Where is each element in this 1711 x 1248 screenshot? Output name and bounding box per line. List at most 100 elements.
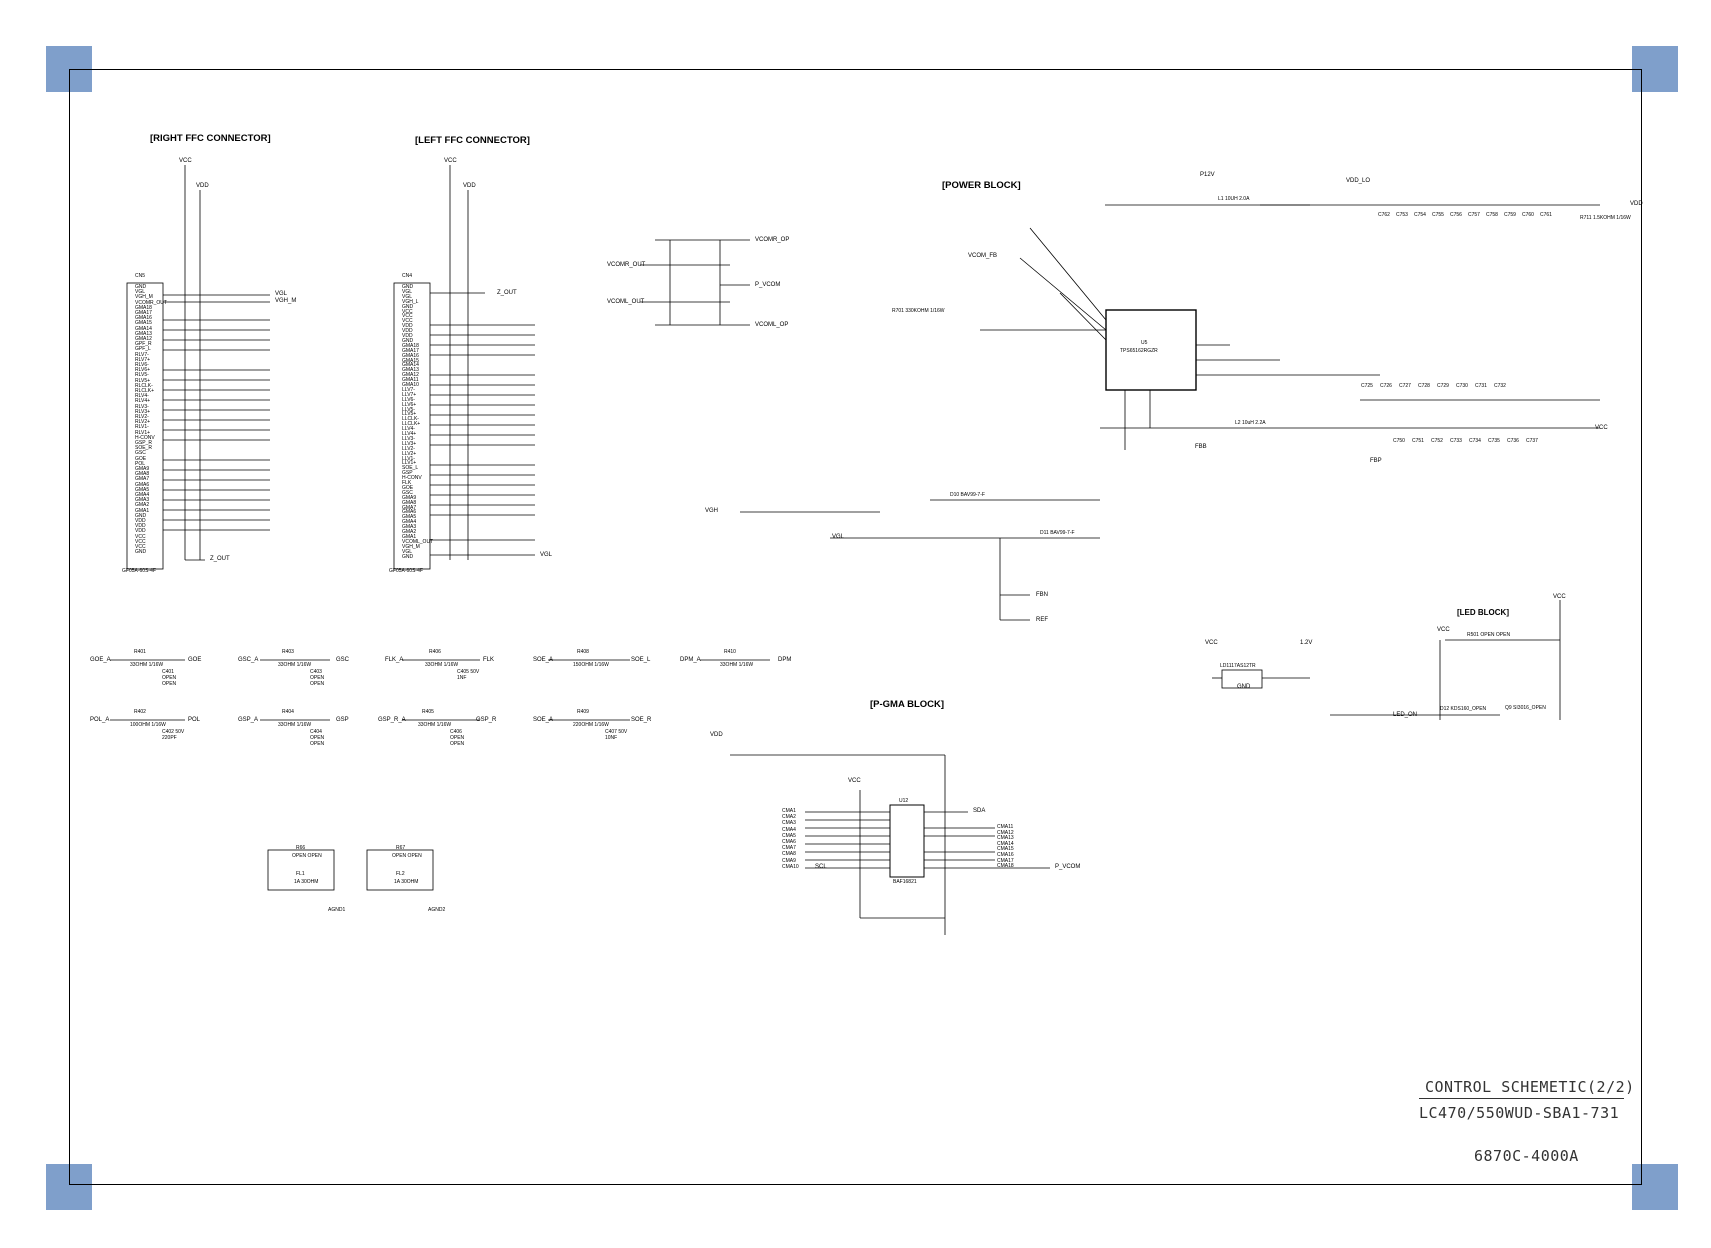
- connector-pin-label: GMA17: [402, 347, 419, 354]
- connector-pin-label: GMA9: [135, 466, 150, 472]
- connector-pin-label: RLV3+: [135, 408, 151, 415]
- connector-pin-label: VCC: [402, 318, 413, 325]
- connector-pin-label: GMA18: [402, 342, 419, 349]
- pgma-ic-body: [889, 804, 925, 878]
- connector-pin-label: VGH_L: [402, 298, 419, 305]
- connector-pin-label: LLV6-: [402, 396, 415, 403]
- connector-pin-label: RLV4-: [135, 393, 149, 400]
- transistor-q9: Q9 SI3016_OPEN: [1505, 705, 1546, 711]
- signal-out-label: GSC: [336, 657, 350, 663]
- ground-link-ref: R67: [396, 845, 406, 851]
- led-block-title: [LED BLOCK]: [1457, 608, 1509, 617]
- ground-link-value: OPEN OPEN: [292, 853, 322, 859]
- signal-in-label: SOE_A: [533, 657, 554, 663]
- ferrite-ref: FL1: [296, 871, 305, 877]
- connector-pin-label: GMA4: [135, 492, 150, 498]
- net-vcc-pgma: VCC: [848, 778, 861, 784]
- connector-pin-label: GMA2: [402, 529, 417, 535]
- connector-pin-label: GND: [402, 337, 414, 344]
- right-connector-body: [126, 282, 164, 570]
- diode-d11: D11 BAV99-7-F: [1040, 530, 1075, 536]
- connector-pin-label: VDD: [402, 333, 413, 339]
- signal-out-label: POL: [188, 717, 201, 723]
- power-ic-ref: U5: [1141, 340, 1148, 346]
- resistor-value: 100OHM 1/16W: [130, 722, 166, 728]
- diode-d12: D12 KDS160_OPEN: [1440, 706, 1487, 712]
- resistor-ref: R409: [577, 709, 589, 715]
- pgma-output-label: CMA13: [997, 835, 1014, 842]
- pgma-output-label: CMA15: [997, 846, 1014, 853]
- connector-pin-label: GMA2: [135, 502, 150, 509]
- connector-pin-label: GMA1: [402, 533, 417, 540]
- power-ic-part: TPS65162RGZR: [1120, 348, 1158, 354]
- net-z-out-right: Z_OUT: [210, 556, 230, 562]
- diode-d10: D10 BAV99-7-F: [950, 492, 985, 498]
- ground-link-1-box: [267, 849, 335, 891]
- connector-pin-label: GMA3: [135, 497, 150, 504]
- pgma-input-label: CMA5: [782, 832, 796, 839]
- pgma-output-label: CMA17: [997, 857, 1014, 864]
- title-block-part-number: 6870C-4000A: [1474, 1147, 1579, 1165]
- capacitor-label: C755: [1432, 212, 1444, 218]
- pgma-ic-ref: U12: [899, 798, 909, 804]
- capacitor-label: C757: [1468, 212, 1480, 218]
- resistor-value: 33OHM 1/16W: [278, 662, 312, 668]
- connector-pin-label: VCOMR_OUT: [135, 299, 167, 306]
- capacitor-label: C750: [1393, 438, 1405, 444]
- connector-pin-label: RLV3-: [135, 403, 149, 410]
- connector-pin-label: GMA8: [402, 499, 417, 506]
- connector-pin-label: RLV1-: [135, 424, 149, 431]
- right-connector-ref: CN5: [135, 273, 146, 279]
- ldo-body: [1221, 669, 1263, 689]
- capacitor-label: C762: [1378, 212, 1390, 218]
- connector-pin-label: VGL: [135, 289, 146, 296]
- connector-pin-label: POL: [135, 460, 146, 467]
- right-bus-lines: [163, 319, 270, 531]
- connector-pin-label: GMA15: [135, 320, 152, 327]
- net-fbn: FBN: [1036, 592, 1048, 598]
- capacitor-label: C735: [1488, 438, 1500, 444]
- resistor-ref: R401: [134, 649, 146, 655]
- connector-pin-label: VGL: [402, 288, 413, 295]
- signal-out-label: GOE: [188, 657, 202, 663]
- connector-pin-label: LLV4+: [402, 431, 417, 437]
- resistor-r701: R701 330KOHM 1/16W: [892, 308, 945, 314]
- signal-in-label: POL_A: [90, 717, 110, 723]
- connector-pin-label: GMA10: [402, 382, 419, 388]
- signal-out-label: SOE_L: [631, 657, 651, 663]
- resistor-ref: R403: [282, 649, 294, 655]
- connector-pin-label: GMA16: [135, 315, 152, 322]
- connector-pin-label: GMA18: [135, 304, 152, 311]
- net-vcc-led: VCC: [1437, 627, 1450, 633]
- connector-pin-label: LLV3-: [402, 435, 415, 442]
- pgma-block-title: [P-GMA BLOCK]: [870, 699, 945, 710]
- ground-net-label: AGND2: [428, 907, 446, 913]
- connector-pin-label: VGL: [402, 293, 413, 300]
- pgma-input-label: CMA8: [782, 851, 796, 858]
- connector-pin-label: GMA12: [135, 336, 152, 342]
- net-vdd-left: VDD: [463, 183, 476, 189]
- capacitor-label: C726: [1380, 383, 1392, 389]
- ground-link-value: OPEN OPEN: [392, 853, 422, 859]
- pgma-input-label: CMA10: [782, 863, 799, 870]
- net-sda: SDA: [973, 808, 986, 814]
- resistor-r711: R711 1.5KOHM 1/16W: [1580, 215, 1631, 221]
- connector-pin-label: GMA7: [135, 476, 150, 483]
- left-connector-body: [393, 282, 431, 570]
- ferrite-value: 1A 30OHM: [394, 879, 419, 885]
- capacitor-label: C758: [1486, 212, 1498, 218]
- capacitor-label: C760: [1522, 212, 1534, 218]
- corner-mark-bottom-right: [1632, 1164, 1678, 1210]
- net-vdd-lo: VDD_LO: [1346, 178, 1371, 184]
- capacitor-value: C407 50V 10NF: [605, 729, 628, 741]
- net-led-on: LED_ON: [1393, 712, 1418, 718]
- connector-pin-label: VDD: [135, 523, 146, 530]
- connector-pin-label: VCC: [135, 538, 146, 545]
- connector-pin-label: GPF_L: [135, 346, 151, 353]
- connector-pin-label: GMA7: [402, 504, 417, 511]
- connector-pin-label: VDD: [135, 518, 146, 524]
- connector-pin-label: LLV4-: [402, 426, 415, 433]
- connector-pin-label: GMA9: [402, 494, 417, 501]
- capacitor-value: C405 50V 1NF: [457, 669, 480, 681]
